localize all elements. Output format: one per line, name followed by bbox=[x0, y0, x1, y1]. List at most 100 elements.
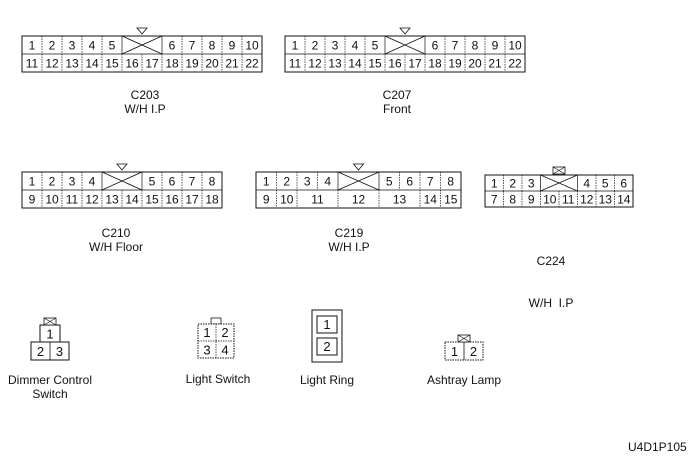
pin-number: 13 bbox=[599, 193, 613, 207]
pin-number: 4 bbox=[583, 177, 590, 191]
pin-cell bbox=[316, 315, 338, 334]
connector-name: W/H I.P bbox=[528, 296, 574, 310]
pin-number: 5 bbox=[149, 175, 156, 189]
pin-number: 14 bbox=[85, 57, 99, 71]
pin-number: 9 bbox=[528, 193, 535, 207]
key-cross bbox=[552, 166, 566, 175]
pin-number: 6 bbox=[432, 39, 439, 53]
pin-number: 22 bbox=[245, 57, 259, 71]
label-light-ring: Light Ring bbox=[299, 373, 355, 387]
pin-number: 18 bbox=[428, 57, 442, 71]
pin-number: 15 bbox=[145, 193, 159, 207]
connector-name: W/H Floor bbox=[89, 240, 143, 254]
pin-number: 5 bbox=[602, 177, 609, 191]
pin-number: 8 bbox=[472, 39, 479, 53]
connector-label-c210: C210 W/H Floor bbox=[46, 226, 186, 254]
pin-number: 17 bbox=[145, 57, 159, 71]
pin-number: 8 bbox=[447, 175, 454, 189]
pin-number: 3 bbox=[56, 344, 63, 359]
pin-number: 4 bbox=[352, 39, 359, 53]
pin-number: 22 bbox=[508, 57, 522, 71]
pin-number: 1 bbox=[29, 39, 36, 53]
pin-number: 1 bbox=[292, 39, 299, 53]
label-ashtray-lamp: Ashtray Lamp bbox=[426, 373, 502, 387]
connector-name: W/H I.P bbox=[124, 102, 166, 116]
pin-number: 12 bbox=[45, 57, 59, 71]
connector-id: C207 bbox=[382, 88, 412, 102]
key-triangle-icon bbox=[399, 27, 411, 35]
pin-number: 11 bbox=[562, 193, 575, 207]
pin-number: 6 bbox=[169, 175, 176, 189]
pin-number: 7 bbox=[491, 193, 498, 207]
pin-number: 7 bbox=[189, 39, 196, 53]
pin-number: 2 bbox=[37, 344, 44, 359]
pin-number: 10 bbox=[245, 39, 259, 53]
pin-number: 1 bbox=[203, 325, 210, 340]
key-triangle-icon bbox=[116, 163, 128, 171]
pin-number: 3 bbox=[203, 343, 210, 358]
pin-number: 1 bbox=[451, 344, 458, 359]
pin-number: 14 bbox=[617, 193, 631, 207]
pin-number: 8 bbox=[209, 39, 216, 53]
label-light-switch: Light Switch bbox=[185, 372, 251, 386]
pin-number: 4 bbox=[324, 175, 331, 189]
label-dimmer-control-switch: Dimmer Control Switch bbox=[0, 373, 110, 401]
pin-number: 4 bbox=[221, 343, 228, 358]
pin-number: 5 bbox=[109, 39, 116, 53]
pin-number: 20 bbox=[205, 57, 219, 71]
pin-number: 2 bbox=[470, 344, 477, 359]
pin-number: 2 bbox=[283, 175, 290, 189]
pin-number: 19 bbox=[185, 57, 199, 71]
pin-number: 7 bbox=[189, 175, 196, 189]
pin-number: 10 bbox=[508, 39, 522, 53]
key-cross bbox=[457, 334, 471, 343]
pin-number: 6 bbox=[620, 177, 627, 191]
blank-cavity-cross bbox=[540, 174, 578, 192]
label-line: Dimmer Control bbox=[7, 373, 92, 387]
pin-number: 11 bbox=[311, 193, 324, 207]
pin-number: 1 bbox=[491, 177, 498, 191]
pin-number: 3 bbox=[69, 175, 76, 189]
pin-number: 16 bbox=[165, 193, 179, 207]
pin-number: 4 bbox=[89, 39, 96, 53]
connector-id: C203 bbox=[130, 88, 160, 102]
pin-number: 13 bbox=[393, 193, 407, 207]
connector-light-ring: 12 bbox=[311, 309, 343, 363]
pin-cell bbox=[316, 337, 338, 356]
pin-number: 9 bbox=[492, 39, 499, 53]
pin-number: 17 bbox=[408, 57, 422, 71]
pin-number: 3 bbox=[332, 39, 339, 53]
pin-number: 2 bbox=[509, 177, 516, 191]
pin-number: 5 bbox=[372, 39, 379, 53]
pin-number: 16 bbox=[388, 57, 402, 71]
pin-number: 17 bbox=[185, 193, 199, 207]
pin-number: 8 bbox=[509, 193, 516, 207]
connector-id: C219 bbox=[334, 226, 364, 240]
connector-label-c207: C207 Front bbox=[327, 88, 467, 116]
blank-cavity-cross bbox=[384, 35, 426, 55]
pin-number: 14 bbox=[125, 193, 139, 207]
pin-number: 3 bbox=[69, 39, 76, 53]
pin-number: 2 bbox=[221, 325, 228, 340]
pin-number: 6 bbox=[406, 175, 413, 189]
connector-label-c219: C219 W/H I.P bbox=[279, 226, 419, 254]
pin-number: 20 bbox=[468, 57, 482, 71]
pin-number: 13 bbox=[328, 57, 342, 71]
pin-number: 7 bbox=[427, 175, 434, 189]
connector-name: Front bbox=[382, 102, 411, 116]
pin-number: 12 bbox=[580, 193, 594, 207]
pin-number: 1 bbox=[46, 327, 53, 342]
pin-number: 1 bbox=[29, 175, 36, 189]
label-line: Switch bbox=[32, 387, 68, 401]
pin-number: 11 bbox=[26, 57, 39, 71]
pin-number: 9 bbox=[229, 39, 236, 53]
pin-number: 13 bbox=[105, 193, 119, 207]
pin-number: 15 bbox=[368, 57, 382, 71]
